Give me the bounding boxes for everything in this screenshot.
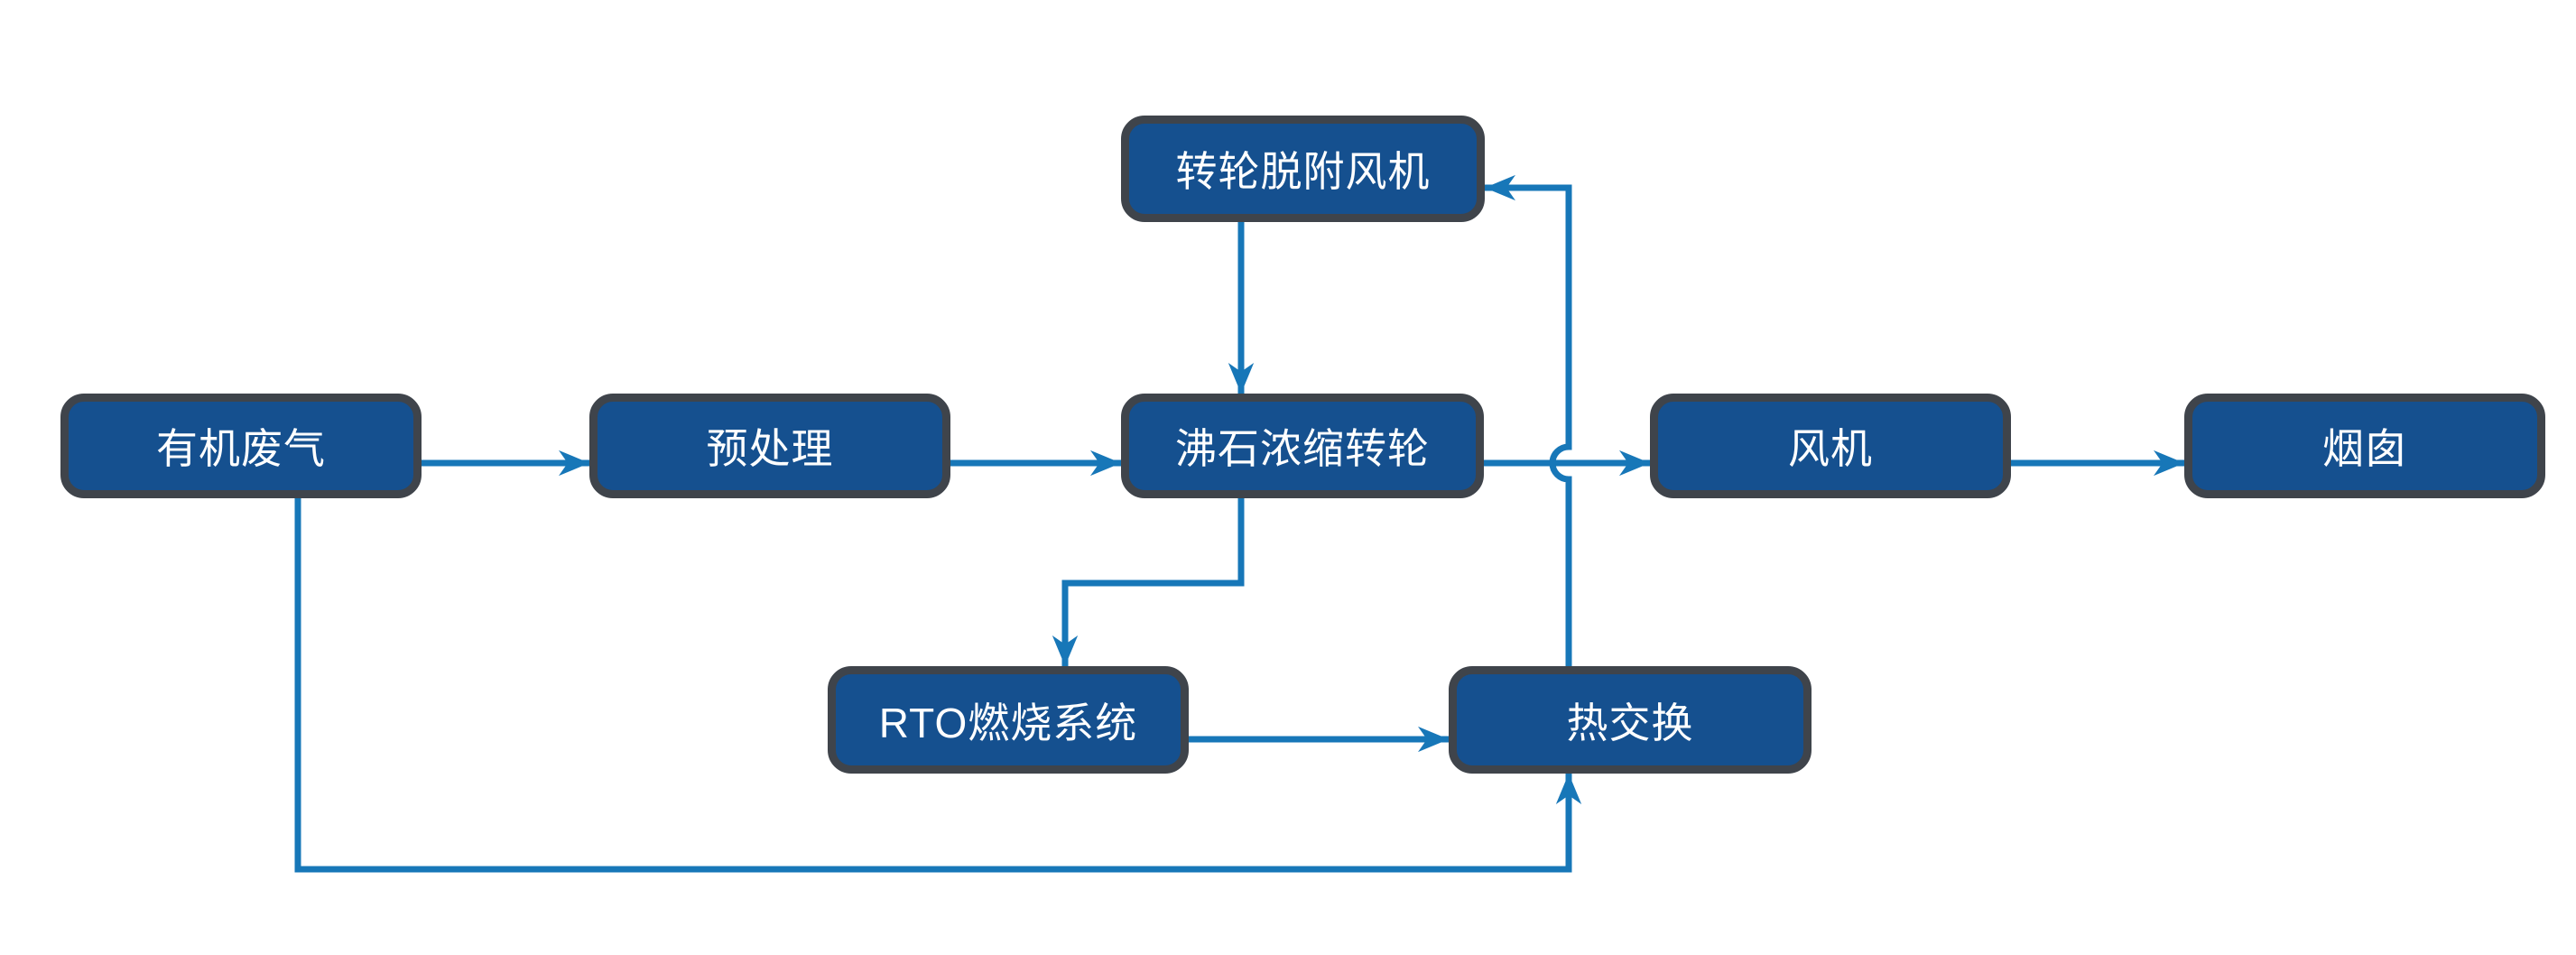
node-rto-combustion: RTO燃烧系统 — [828, 666, 1189, 774]
edge-heat-exchange-to-rotor-desorption-fan — [1485, 174, 1572, 666]
edge-organic-waste-gas-to-heat-exchange — [294, 497, 1582, 873]
node-pretreatment: 预处理 — [589, 394, 950, 498]
node-zeolite-rotor: 沸石浓缩转轮 — [1121, 394, 1484, 498]
edge-zeolite-rotor-to-rto-combustion — [1052, 497, 1245, 666]
node-rotor-desorption-fan: 转轮脱附风机 — [1121, 116, 1485, 222]
node-chimney: 烟囱 — [2184, 394, 2545, 498]
node-heat-exchange: 热交换 — [1449, 666, 1812, 774]
node-fan: 风机 — [1650, 394, 2011, 498]
node-organic-waste-gas: 有机废气 — [60, 394, 422, 498]
